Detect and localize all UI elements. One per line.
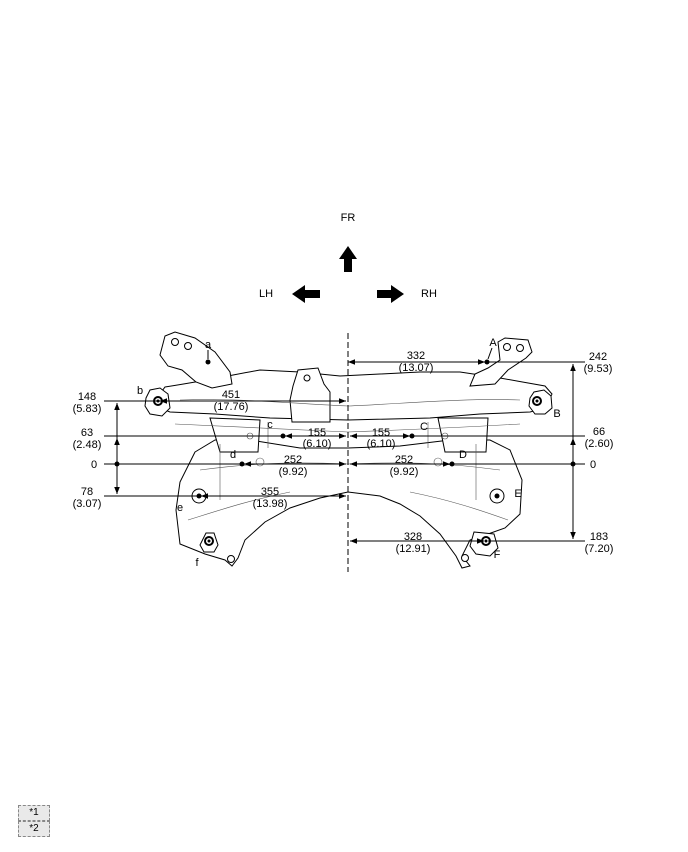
point-A-marker <box>484 359 490 365</box>
right-label: RH <box>421 288 437 300</box>
left-label: LH <box>259 288 273 300</box>
legend-item-2: *2 <box>18 821 50 837</box>
label-e: e <box>177 502 183 514</box>
label-b: b <box>137 385 143 397</box>
dim-zero-right: 0 <box>590 459 596 471</box>
point-E-marker <box>494 493 500 499</box>
right-arrow-icon <box>377 285 404 303</box>
label-a: a <box>205 339 212 351</box>
dim-148-mm: 148 <box>78 391 96 403</box>
direction-indicator: FR LH RH <box>259 212 437 303</box>
horizontal-dimensions <box>160 359 485 544</box>
dim-zero-left: 0 <box>91 459 97 471</box>
label-D: D <box>459 449 467 461</box>
dim-451-mm: 451 <box>222 389 240 401</box>
dim-183-mm: 183 <box>590 531 608 543</box>
left-arrow-icon <box>292 285 320 303</box>
point-labels: A B C D E F a b c d e f <box>137 337 561 569</box>
dim-332-in: (13.07) <box>399 362 434 374</box>
dim-252-left-in: (9.92) <box>279 466 308 478</box>
dim-332-mm: 332 <box>407 350 425 362</box>
label-A: A <box>489 337 497 349</box>
dim-252-right-mm: 252 <box>395 454 413 466</box>
point-C-marker <box>409 433 415 439</box>
point-a-marker <box>205 359 211 365</box>
dim-355-in: (13.98) <box>253 498 288 510</box>
label-E: E <box>514 488 521 500</box>
dim-252-left-mm: 252 <box>284 454 302 466</box>
dimension-labels: 332 (13.07) 242 (9.53) 148 (5.83) 451 (1… <box>73 350 614 555</box>
legend-item-1: *1 <box>18 805 50 821</box>
dim-155-left-mm: 155 <box>308 427 326 439</box>
dim-78-in: (3.07) <box>73 498 102 510</box>
dim-78-mm: 78 <box>81 486 93 498</box>
dim-66-in: (2.60) <box>585 438 614 450</box>
dim-451-in: (17.76) <box>214 401 249 413</box>
dim-252-right-in: (9.92) <box>390 466 419 478</box>
dim-63-in: (2.48) <box>73 439 102 451</box>
dim-328-mm: 328 <box>404 531 422 543</box>
dim-155-left-in: (6.10) <box>303 438 332 450</box>
dim-242-mm: 242 <box>589 351 607 363</box>
label-d: d <box>230 449 236 461</box>
dim-66-mm: 66 <box>593 426 605 438</box>
label-f: f <box>195 557 199 569</box>
left-vertical-dimensions <box>104 400 283 497</box>
crossmember-part <box>144 331 553 569</box>
dim-155-right-in: (6.10) <box>367 438 396 450</box>
dim-328-in: (12.91) <box>396 543 431 555</box>
dim-148-in: (5.83) <box>73 403 102 415</box>
dim-183-in: (7.20) <box>585 543 614 555</box>
dim-155-right-mm: 155 <box>372 427 390 439</box>
dim-242-in: (9.53) <box>584 363 613 375</box>
dim-63-mm: 63 <box>81 427 93 439</box>
point-D-marker <box>449 461 455 467</box>
front-label: FR <box>341 212 356 224</box>
label-B: B <box>553 408 560 420</box>
label-c: c <box>267 419 273 431</box>
dim-355-mm: 355 <box>261 486 279 498</box>
front-arrow-icon <box>339 246 357 272</box>
label-F: F <box>494 549 501 561</box>
label-C: C <box>420 421 428 433</box>
right-vertical-dimensions <box>414 361 585 542</box>
